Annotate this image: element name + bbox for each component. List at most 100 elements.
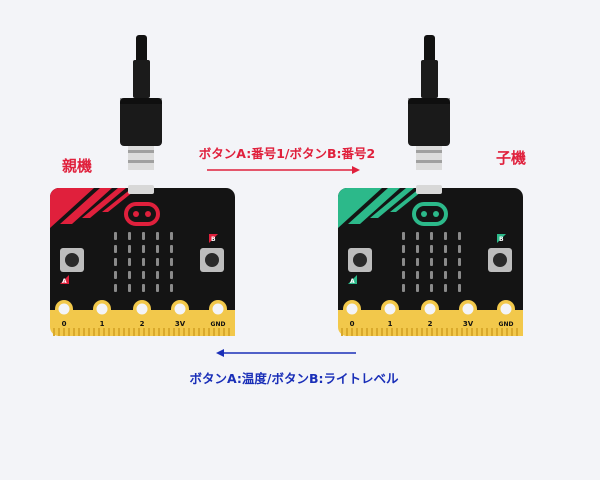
led: [170, 258, 173, 266]
pin-label: 1: [388, 320, 393, 328]
usb-cable-left: [120, 35, 162, 170]
parent-pin-1: 1: [93, 300, 111, 328]
led: [402, 232, 405, 240]
pin-label: GND: [499, 321, 514, 328]
parent-logo-icon: [124, 202, 160, 226]
usb-cable-right: [408, 35, 450, 170]
child-logo-icon: [412, 202, 448, 226]
led: [430, 258, 433, 266]
child-label: 子機: [496, 149, 526, 167]
led: [142, 271, 145, 279]
led: [114, 245, 117, 253]
child-pin-3v: 3V: [459, 300, 477, 328]
child-led-matrix: [402, 232, 461, 292]
child-button-b[interactable]: [488, 248, 512, 272]
parent-pin-3v: 3V: [171, 300, 189, 328]
led: [458, 258, 461, 266]
led: [402, 284, 405, 292]
bottom-arrow: [216, 349, 356, 357]
led: [416, 232, 419, 240]
pin-label: GND: [211, 321, 226, 328]
led: [114, 284, 117, 292]
child-accent-stripes: [338, 188, 426, 228]
led: [128, 271, 131, 279]
parent-button-a[interactable]: [60, 248, 84, 272]
led: [142, 232, 145, 240]
led: [430, 284, 433, 292]
led: [128, 284, 131, 292]
led: [416, 258, 419, 266]
led: [444, 245, 447, 253]
led: [170, 271, 173, 279]
pin-label: 0: [62, 320, 67, 328]
led: [416, 271, 419, 279]
led: [142, 245, 145, 253]
led: [444, 284, 447, 292]
top-arrow: [207, 166, 360, 174]
led: [128, 245, 131, 253]
pin-label: 3V: [463, 320, 474, 328]
child-pin-1: 1: [381, 300, 399, 328]
child-button-a[interactable]: [348, 248, 372, 272]
led: [114, 258, 117, 266]
led: [430, 232, 433, 240]
led: [444, 258, 447, 266]
led: [156, 271, 159, 279]
led: [156, 284, 159, 292]
child-pin-2: 2: [421, 300, 439, 328]
child-button-b-label: B: [497, 234, 506, 243]
microbit-parent: A B 0 1 2 3V GND: [50, 185, 235, 336]
pin-label: 1: [100, 320, 105, 328]
parent-button-a-label: A: [60, 275, 69, 285]
led: [458, 271, 461, 279]
microbit-child: A B 0 1 2 3V GND: [338, 185, 523, 336]
pin-label: 3V: [175, 320, 186, 328]
parent-usb-port: [128, 185, 154, 194]
led: [114, 232, 117, 240]
led: [156, 232, 159, 240]
child-usb-port: [416, 185, 442, 194]
led: [444, 232, 447, 240]
led: [142, 284, 145, 292]
parent-button-b-label: B: [209, 234, 218, 243]
led: [458, 284, 461, 292]
parent-led-matrix: [114, 232, 173, 292]
parent-button-b[interactable]: [200, 248, 224, 272]
parent-pin-gnd: GND: [209, 300, 227, 328]
parent-accent-stripes: [50, 188, 138, 228]
pin-label: 2: [428, 320, 433, 328]
svg-text:B: B: [211, 236, 216, 243]
child-pin-0: 0: [343, 300, 361, 328]
led: [170, 232, 173, 240]
led: [430, 245, 433, 253]
led: [430, 271, 433, 279]
child-button-a-label: A: [348, 275, 357, 285]
led: [170, 284, 173, 292]
svg-text:A: A: [62, 278, 67, 285]
led: [114, 271, 117, 279]
svg-text:A: A: [350, 278, 355, 285]
parent-pin-2: 2: [133, 300, 151, 328]
led: [128, 232, 131, 240]
led: [156, 245, 159, 253]
led: [170, 245, 173, 253]
led: [458, 245, 461, 253]
bottom-message: ボタンA:温度/ボタンB:ライトレベル: [190, 371, 399, 386]
svg-text:B: B: [499, 236, 504, 243]
led: [402, 271, 405, 279]
pin-label: 2: [140, 320, 145, 328]
led: [128, 258, 131, 266]
parent-pin-0: 0: [55, 300, 73, 328]
led: [458, 232, 461, 240]
led: [402, 245, 405, 253]
led: [402, 258, 405, 266]
child-pin-gnd: GND: [497, 300, 515, 328]
led: [142, 258, 145, 266]
pin-label: 0: [350, 320, 355, 328]
led: [156, 258, 159, 266]
led: [416, 245, 419, 253]
parent-label: 親機: [62, 157, 92, 175]
led: [444, 271, 447, 279]
top-message: ボタンA:番号1/ボタンB:番号2: [199, 146, 375, 161]
